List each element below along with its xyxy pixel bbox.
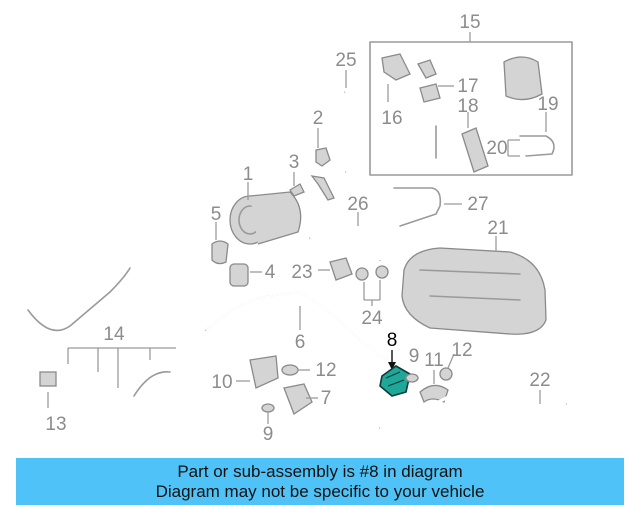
label-8: 8: [387, 330, 398, 351]
label-19: 19: [537, 94, 558, 115]
parts-diagram: 15 25 17 16 18 19 20 2 3 1 27 26 5 21 4 …: [27, 12, 573, 445]
label-23: 23: [291, 262, 312, 283]
part-2-bracket: [310, 128, 335, 201]
label-10: 10: [211, 372, 232, 393]
label-27: 27: [467, 194, 488, 215]
label-12-left: 12: [315, 360, 336, 381]
label-22: 22: [529, 370, 550, 391]
part-11-fitting: [419, 370, 449, 404]
part-10-bracket: [236, 355, 279, 389]
box-parts: [381, 53, 555, 173]
label-24: 24: [361, 308, 383, 329]
label-25: 26: [347, 194, 368, 215]
part-24-clamps: [355, 265, 389, 306]
label-1: 1: [243, 164, 254, 185]
label-5: 5: [211, 204, 222, 225]
part-27-tube: [393, 187, 462, 227]
label-14: 14: [103, 324, 125, 345]
label-3: 3: [289, 152, 300, 173]
label-9-right: 9: [409, 346, 420, 367]
part-21-canister: [401, 236, 547, 335]
info-banner: Part or sub-assembly is #8 in diagram Di…: [16, 458, 624, 505]
label-21: 21: [487, 218, 508, 239]
label-4: 4: [265, 262, 276, 283]
label-7: 7: [321, 388, 332, 409]
label-20: 20: [486, 138, 507, 159]
label-16: 16: [381, 108, 402, 129]
label-6: 6: [295, 332, 306, 353]
part-8-highlighted: [379, 350, 411, 397]
part-9-washer-right: [405, 373, 419, 383]
banner-line-2: Diagram may not be specific to your vehi…: [155, 481, 485, 501]
part-23-connector: [318, 257, 353, 281]
part-1-air-pump: [229, 182, 302, 245]
part-12-clamp-right: [439, 353, 455, 381]
label-9-left: 9: [263, 424, 274, 445]
part-5-clip: [211, 222, 229, 265]
part-3-bolt: [289, 172, 305, 197]
part-25-hose: [309, 212, 383, 261]
part-9-washer-left: [261, 403, 275, 424]
part-14-harness: [27, 267, 176, 397]
label-17: 17: [457, 76, 478, 97]
part-4-mount: [229, 263, 262, 287]
label-15: 15: [459, 12, 480, 33]
label-18: 18: [457, 96, 478, 117]
part-7-valve: [283, 383, 318, 415]
banner-line-1: Part or sub-assembly is #8 in diagram: [177, 461, 463, 481]
label-2: 2: [313, 108, 324, 129]
label-26: 25: [335, 50, 356, 71]
part-6-tube: [205, 291, 393, 365]
part-12-gasket-left: [281, 364, 310, 376]
label-13: 13: [45, 414, 66, 435]
group-15-box: [369, 32, 573, 176]
label-12-right: 12: [451, 340, 472, 361]
part-26-hose: [344, 70, 354, 174]
part-13-sensor: [39, 371, 57, 408]
part-22-pipe: [379, 367, 567, 430]
label-11: 11: [424, 350, 444, 371]
